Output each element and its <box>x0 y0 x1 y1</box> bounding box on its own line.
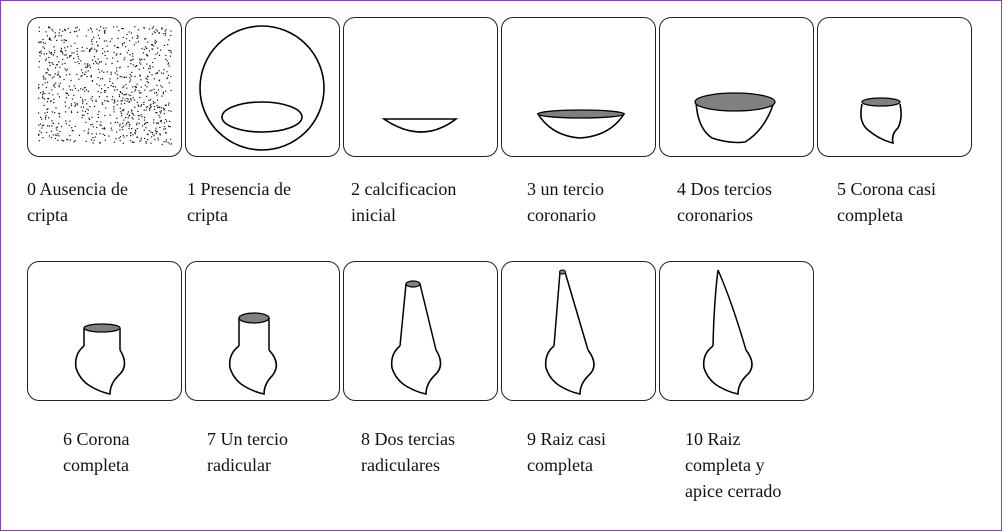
stage-8-label-line: radiculares <box>361 455 440 475</box>
stage-8-label-line: 8 Dos tercias <box>361 429 455 449</box>
stage-1-label-line: cripta <box>187 205 228 225</box>
stage-2-label-line: 2 calcificacion <box>351 179 457 199</box>
stage-7-card <box>185 261 340 401</box>
stage-1-card <box>185 17 340 157</box>
initial-calcification-icon <box>381 118 459 133</box>
stage-5-label: 5 Corona casi completa <box>837 176 936 228</box>
root-almost-complete-icon <box>544 269 595 395</box>
stage-0-card <box>27 17 182 157</box>
stage-0-label-line: cripta <box>27 205 68 225</box>
stage-6-label: 6 Corona completa <box>63 426 130 478</box>
stage-8-label: 8 Dos tercias radiculares <box>361 426 455 478</box>
stage-9-label: 9 Raiz casi completa <box>527 426 606 478</box>
stage-5-label-line: completa <box>837 205 903 225</box>
crown-complete-icon <box>74 323 126 395</box>
stage-3-card <box>501 17 656 157</box>
stage-0-label-line: 0 Ausencia de <box>27 179 128 199</box>
stage-5-label-line: 5 Corona casi <box>837 179 936 199</box>
stage-4-label: 4 Dos tercios coronarios <box>677 176 772 228</box>
two-thirds-crown-icon <box>694 92 776 144</box>
stage-10-label-line: apice cerrado <box>685 481 782 501</box>
stage-7-label-line: 7 Un tercio <box>207 429 288 449</box>
stage-1-label: 1 Presencia de cripta <box>187 176 291 228</box>
crown-almost-complete-icon <box>860 97 902 145</box>
one-third-crown-icon <box>536 109 626 139</box>
stage-3-label-line: 3 un tercio <box>527 179 604 199</box>
crypt-absence-speckle-icon <box>38 26 173 145</box>
stage-6-label-line: completa <box>63 455 129 475</box>
stage-9-label-line: 9 Raiz casi <box>527 429 606 449</box>
stage-6-label-line: 6 Corona <box>63 429 130 449</box>
stage-10-label-line: 10 Raiz <box>685 429 741 449</box>
stage-9-label-line: completa <box>527 455 593 475</box>
stage-7-label: 7 Un tercio radicular <box>207 426 288 478</box>
stage-10-card <box>659 261 814 401</box>
stage-8-card <box>343 261 498 401</box>
one-third-root-icon <box>228 312 278 395</box>
stage-5-card <box>817 17 972 157</box>
stage-0-label: 0 Ausencia de cripta <box>27 176 128 228</box>
stage-1-label-line: 1 Presencia de <box>187 179 291 199</box>
stage-2-label-line: inicial <box>351 205 396 225</box>
two-thirds-root-icon <box>390 280 442 395</box>
stage-6-card <box>27 261 182 401</box>
stage-3-label-line: coronario <box>527 205 596 225</box>
stage-10-label: 10 Raiz completa y apice cerrado <box>685 426 781 504</box>
stage-3-label: 3 un tercio coronario <box>527 176 604 228</box>
crypt-presence-icon <box>199 25 325 151</box>
stage-2-label: 2 calcificacion inicial <box>351 176 456 228</box>
stage-4-card <box>659 17 814 157</box>
stage-4-label-line: coronarios <box>677 205 753 225</box>
stage-10-label-line: completa y <box>685 455 765 475</box>
root-complete-apex-closed-icon <box>702 269 753 395</box>
stage-4-label-line: 4 Dos tercios <box>677 179 772 199</box>
stage-7-label-line: radicular <box>207 455 271 475</box>
stage-9-card <box>501 261 656 401</box>
stage-2-card <box>343 17 498 157</box>
